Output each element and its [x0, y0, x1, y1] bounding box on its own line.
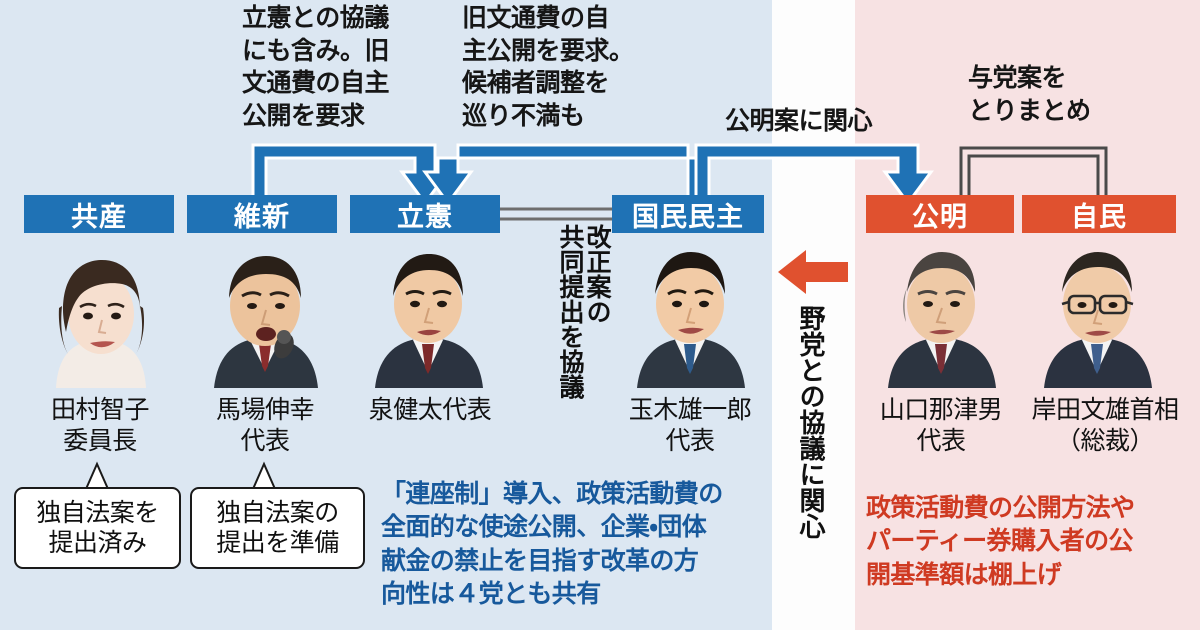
party-bar-rikken[interactable]: 立憲 [350, 195, 500, 233]
ruling-interest-vertical-text: 野党との協議に関心 [796, 305, 826, 539]
ishin-bubble: 独自法案の 提出を準備 [190, 487, 365, 569]
ruling-compile-note-text: 与党案を とりまとめ [968, 64, 1091, 125]
joint-bill-vertical-text: 改正案の 共同提出を協議 [505, 224, 611, 474]
caption-tamaki: 玉木雄一郎 代表 [628, 396, 752, 455]
party-bar-label: 共産 [71, 201, 127, 232]
caption-baba: 馬場伸幸 代表 [215, 396, 315, 455]
portrait-izumi-kenta [363, 240, 493, 388]
ruling-shelved-issues-text: 政策活動費の公開方法や パーティー券購入者の公 開基準額は棚上げ [866, 494, 1135, 589]
ruling-to-opposition-red-arrow [778, 250, 848, 294]
ruling-coalition-bracket [959, 146, 1108, 203]
kyosan-bubble: 独自法案を 提出済み [14, 487, 181, 569]
party-bar-kyosan[interactable]: 共産 [24, 195, 174, 233]
joint-bill-col-right: 改正案の [583, 224, 611, 324]
shared-reform-goal-text: 「連座制」導入、政策活動費の 全面的な使途公開、企業・団体 献金の禁止を目指す改… [381, 480, 723, 608]
joint-bill-col-left: 共同提出を協議 [556, 224, 584, 399]
portrait-kishida-fumio [1032, 240, 1162, 388]
caption-yamaguchi: 山口那津男 代表 [879, 396, 1003, 455]
party-bar-label: 国民民主 [632, 201, 744, 232]
komei-interest-note-text: 公明案に関心 [725, 107, 873, 135]
kokumin-note-text: 旧文通費の自 主公開を要求。 候補者調整を 巡り不満も [462, 4, 634, 130]
party-bar-label: 立憲 [397, 201, 453, 232]
portrait-tamura-tomoko [36, 240, 166, 388]
portrait-yamaguchi-natsuo [876, 240, 1006, 388]
bubble-pointer-tails [84, 461, 277, 490]
party-bar-jimin[interactable]: 自民 [1022, 195, 1176, 233]
party-bar-label: 自民 [1071, 201, 1127, 232]
portrait-baba-nobuyuki [200, 240, 330, 388]
caption-tamura: 田村智子 委員長 [50, 396, 150, 455]
party-bar-label: 公明 [912, 201, 968, 232]
party-bar-ishin[interactable]: 維新 [187, 195, 337, 233]
party-bar-kokumin[interactable]: 国民民主 [612, 195, 764, 233]
portrait-tamaki-yuichiro [625, 240, 755, 388]
caption-izumi: 泉健太代表 [368, 396, 492, 424]
divider-background-band [772, 0, 855, 630]
party-bar-label: 維新 [234, 201, 290, 232]
party-bar-komei[interactable]: 公明 [866, 195, 1014, 233]
caption-kishida: 岸田文雄首相 （総裁） [1031, 396, 1179, 455]
rikken-kokumin-link-line [500, 207, 612, 221]
ishin-note-text: 立憲との協議 にも含み。旧 文通費の自主 公開を要求 [242, 4, 390, 130]
